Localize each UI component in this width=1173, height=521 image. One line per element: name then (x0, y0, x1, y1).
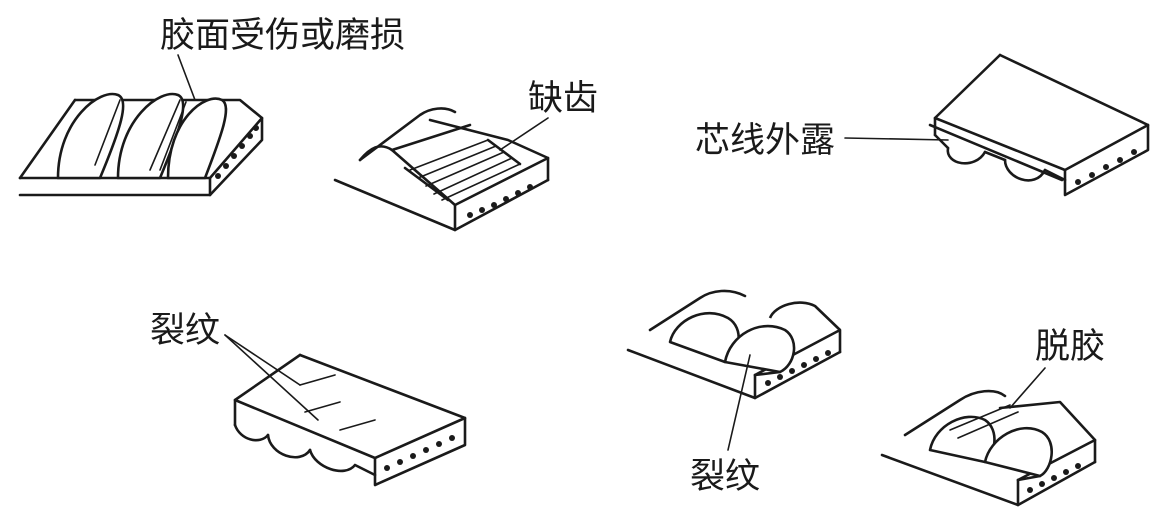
label-cord-exposed: 芯线外露 (695, 121, 835, 161)
belt-rubber-detached (880, 367, 1097, 507)
belt-worn-surface (18, 54, 264, 197)
belt-missing-tooth (333, 107, 550, 232)
label-rubber-detached: 脱胶 (1035, 327, 1105, 367)
label-crack-flat: 裂纹 (150, 311, 220, 351)
label-rubber-damage: 胶面受伤或磨损 (160, 16, 405, 56)
belt-crack-tooth (626, 289, 842, 451)
label-missing-tooth: 缺齿 (528, 79, 598, 119)
label-crack-tooth: 裂纹 (690, 457, 760, 497)
belt-crack-flat (224, 334, 467, 487)
belt-cord-exposed (844, 53, 1150, 197)
